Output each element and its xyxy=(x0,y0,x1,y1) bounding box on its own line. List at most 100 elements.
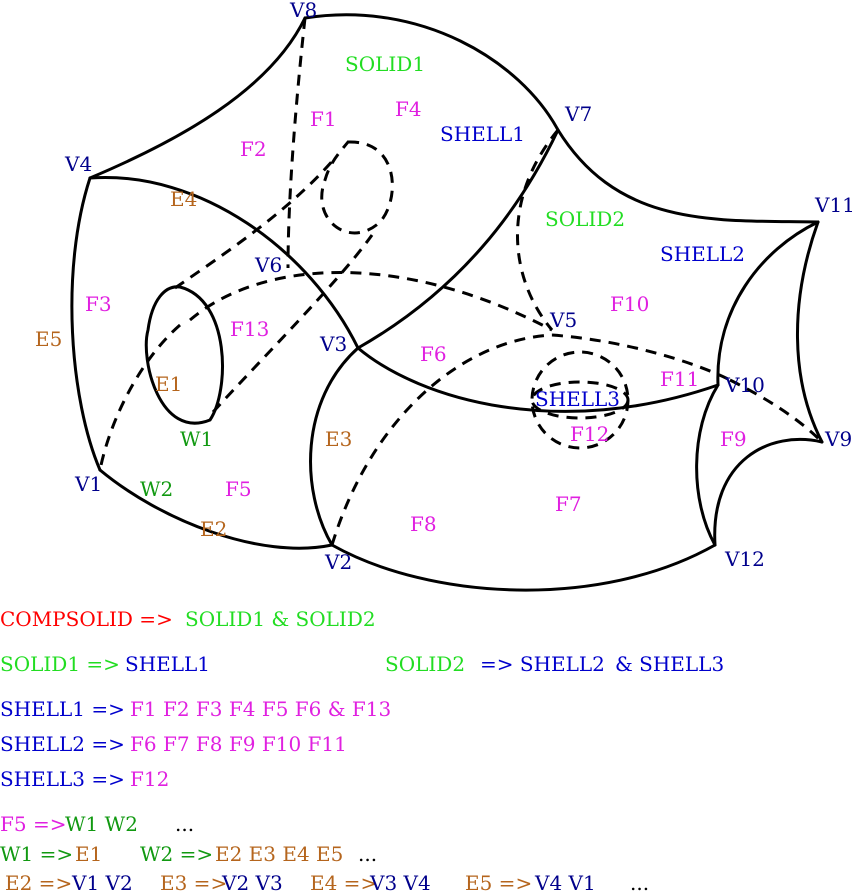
hidden-v5-v10 xyxy=(551,333,731,382)
legend-e2: E2 => xyxy=(5,871,72,892)
legend-shell2: SHELL2 => xyxy=(0,732,125,756)
legend-line-shell3: SHELL3 => F12 xyxy=(0,767,169,791)
face-label-f11: F11 xyxy=(660,367,699,391)
solid-shell-labels: SOLID1 SOLID2 SHELL1 SHELL2 SHELL3 xyxy=(345,52,745,411)
edge-v4-v1 xyxy=(70,176,102,472)
face-label-f5: F5 xyxy=(225,477,252,501)
legend-line-wires: W1 => E1 W2 => E2 E3 E4 E5 ... xyxy=(0,842,377,866)
edge-v8-v7 xyxy=(303,13,560,132)
legend-wires-ellipsis: ... xyxy=(358,842,377,866)
face-label-f10: F10 xyxy=(610,292,649,316)
hidden-hole-top xyxy=(174,157,337,290)
edge-label-e4: E4 xyxy=(170,187,197,211)
legend-w1: W1 => xyxy=(0,842,73,866)
edge-label-e1: E1 xyxy=(155,372,182,396)
legend-line-f5: F5 => W1 W2 ... xyxy=(0,812,194,836)
legend-solid1: SOLID1 => xyxy=(0,652,120,676)
vertex-label-v1: V1 xyxy=(74,472,102,496)
hidden-shell3-inner xyxy=(530,380,630,420)
legend-line-edges: E2 => V1 V2 E3 => V2 V3 E4 => V3 V4 E5 =… xyxy=(5,871,649,892)
hidden-v8-v6 xyxy=(286,17,307,269)
edge-v12-v9 xyxy=(713,437,824,547)
vertex-label-v5: V5 xyxy=(549,308,577,332)
legend-e4-vertices: V3 V4 xyxy=(369,871,431,892)
edge-v4-v3 xyxy=(88,175,360,350)
face-label-f13: F13 xyxy=(230,317,269,341)
vertex-label-v8: V8 xyxy=(289,0,317,22)
edge-v4-v8 xyxy=(88,16,307,180)
vertex-labels: V8 V7 V4 V11 V6 V5 V3 V10 V9 V1 V12 V2 xyxy=(64,0,855,574)
shell-label-shell2: SHELL2 xyxy=(660,242,745,266)
legend-w2-edges: E2 E3 E4 E5 xyxy=(215,842,343,866)
edge-v11-v9 xyxy=(796,220,824,444)
hidden-v6-v1 xyxy=(98,323,181,471)
face-label-f8: F8 xyxy=(410,512,437,536)
hidden-edges xyxy=(98,17,824,546)
legend-line-shell1: SHELL1 => F1 F2 F3 F4 F5 F6 & F13 xyxy=(0,697,391,721)
hidden-hole-bottom xyxy=(211,234,374,414)
hidden-v2-v5 xyxy=(330,333,553,546)
legend-solid2-shell3: & SHELL3 xyxy=(615,652,724,676)
shell-label-shell3: SHELL3 xyxy=(535,387,620,411)
vertex-label-v4: V4 xyxy=(64,152,92,176)
face-label-f3: F3 xyxy=(85,292,112,316)
legend-w2: W2 => xyxy=(140,842,213,866)
legend-solid2-arrow: => SHELL2 xyxy=(480,652,605,676)
legend-e2-vertices: V1 V2 xyxy=(71,871,133,892)
edge-labels: E4 E5 E1 E3 E2 xyxy=(35,187,352,541)
legend-solid1-shell: SHELL1 xyxy=(125,652,210,676)
face-label-f1: F1 xyxy=(310,107,337,131)
edge-v7-v11 xyxy=(556,128,820,224)
edge-label-e2: E2 xyxy=(200,517,227,541)
hidden-v10-v9 xyxy=(729,378,824,444)
solid-edges xyxy=(70,13,824,592)
legend-w1-edge: E1 xyxy=(75,842,102,866)
edge-e1-loop xyxy=(144,285,224,425)
face-label-f2: F2 xyxy=(240,137,267,161)
face-label-f9: F9 xyxy=(720,427,747,451)
solid-label-solid2: SOLID2 xyxy=(545,207,625,231)
legend-line-shell2: SHELL2 => F6 F7 F8 F9 F10 F11 xyxy=(0,732,347,756)
legend-shell2-faces: F6 F7 F8 F9 F10 F11 xyxy=(130,732,347,756)
vertex-label-v7: V7 xyxy=(564,102,592,126)
vertex-label-v11: V11 xyxy=(814,193,855,217)
edge-label-e5: E5 xyxy=(35,327,62,351)
legend-shell1-faces: F1 F2 F3 F4 F5 F6 & F13 xyxy=(130,697,391,721)
edge-v3-v10 xyxy=(356,346,720,413)
vertex-label-v3: V3 xyxy=(319,332,347,356)
edge-v7-v3 xyxy=(356,128,560,350)
face-label-f12: F12 xyxy=(570,422,609,446)
face-labels: F1 F4 F2 F3 F13 F6 F10 F11 F12 F9 F5 F7 … xyxy=(85,97,747,536)
edge-v3-v2 xyxy=(309,346,360,547)
legend-shell3-faces: F12 xyxy=(130,767,169,791)
hidden-v6-v5 xyxy=(189,271,553,332)
edge-v2-v12 xyxy=(330,543,717,592)
legend-solid2: SOLID2 xyxy=(385,652,465,676)
face-label-f6: F6 xyxy=(420,342,447,366)
legend-f5-wires: W1 W2 xyxy=(65,812,138,836)
face-label-f7: F7 xyxy=(555,492,582,516)
legend-f5: F5 => xyxy=(0,812,66,836)
legend: COMPSOLID => SOLID1 & SOLID2 SOLID1 => S… xyxy=(0,607,724,892)
legend-edges-ellipsis: ... xyxy=(630,871,649,892)
legend-line-compsolid: COMPSOLID => SOLID1 & SOLID2 xyxy=(0,607,376,631)
legend-e5: E5 => xyxy=(465,871,532,892)
hidden-v7-v5 xyxy=(516,129,560,331)
legend-compsolid: COMPSOLID => xyxy=(0,607,173,631)
legend-e5-vertices: V4 V1 xyxy=(534,871,596,892)
legend-line-solids: SOLID1 => SHELL1 SOLID2 => SHELL2 & SHEL… xyxy=(0,652,724,676)
legend-e3: E3 => xyxy=(160,871,227,892)
legend-shell3: SHELL3 => xyxy=(0,767,125,791)
vertex-label-v12: V12 xyxy=(724,547,765,571)
legend-f5-ellipsis: ... xyxy=(175,812,194,836)
face-label-f4: F4 xyxy=(395,97,422,121)
vertex-label-v2: V2 xyxy=(324,550,352,574)
edge-v10-v12 xyxy=(695,383,720,547)
vertex-label-v9: V9 xyxy=(824,427,852,451)
legend-compsolid-solids: SOLID1 & SOLID2 xyxy=(185,607,376,631)
vertex-label-v6: V6 xyxy=(254,253,282,277)
legend-shell1: SHELL1 => xyxy=(0,697,125,721)
edge-v1-v2 xyxy=(98,468,334,550)
